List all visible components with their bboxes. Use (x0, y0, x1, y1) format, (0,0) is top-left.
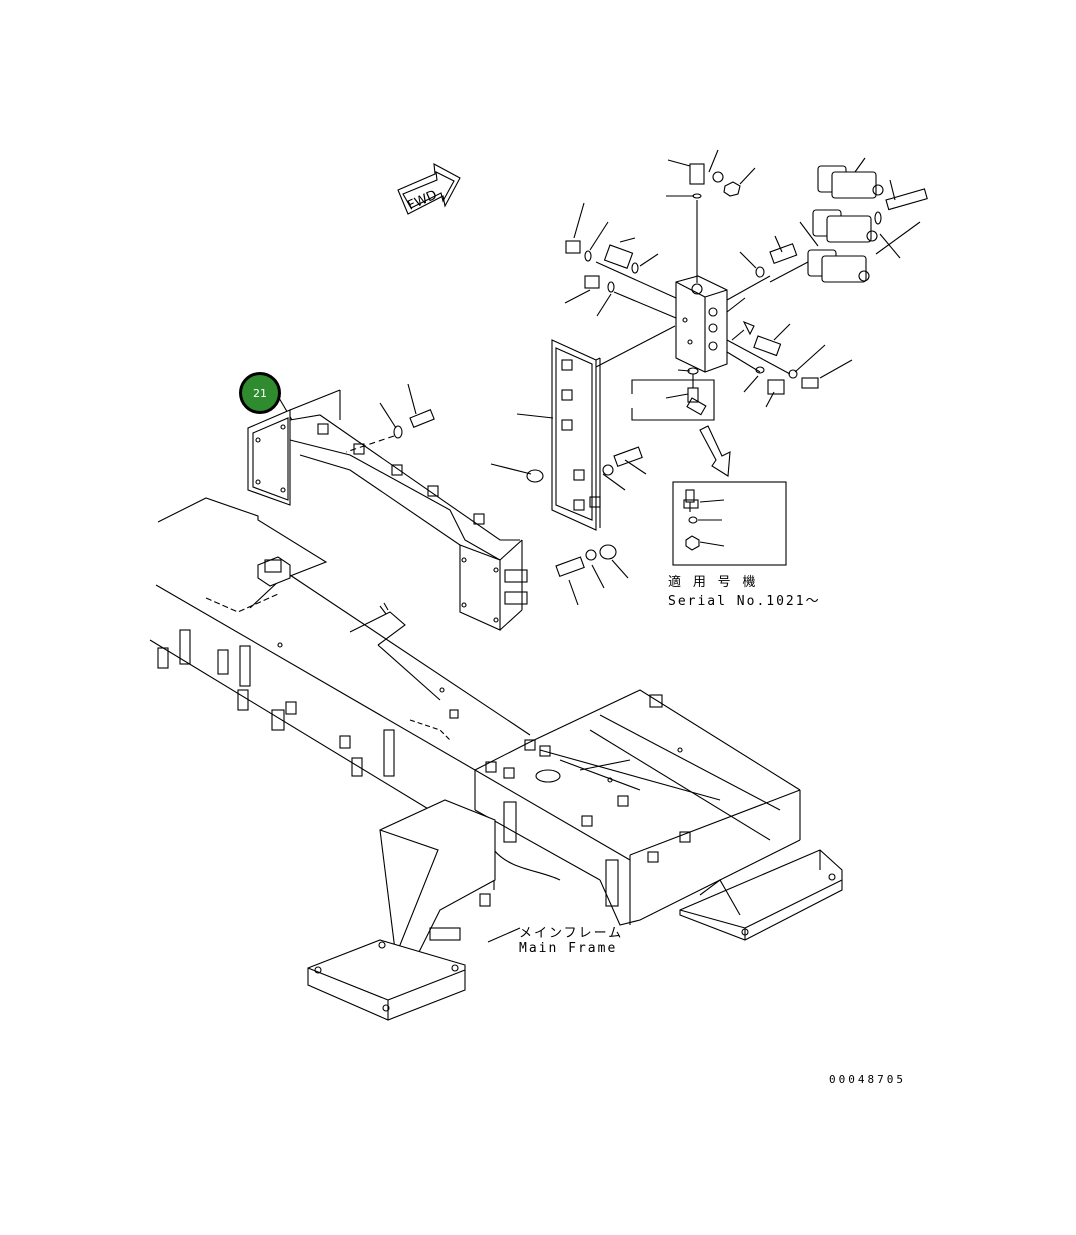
main-frame (149, 497, 843, 1021)
serial-label-jp: 適 用 号 機 (668, 575, 758, 590)
support-bracket (247, 389, 528, 631)
drawing-number: 00048705 (829, 1073, 906, 1086)
main-frame-label-en: Main Frame (519, 941, 618, 956)
main-frame-label-jp: メインフレーム (519, 926, 624, 941)
valve-plate (516, 325, 676, 531)
valve-block (675, 275, 728, 373)
serial-bracket (631, 367, 731, 477)
fwd-arrow: FWD (397, 163, 461, 215)
bolt-washer-a (345, 383, 435, 453)
callout-badge[interactable]: 21 (239, 372, 281, 414)
inset-box (672, 481, 787, 566)
solenoid-valves (769, 157, 928, 283)
valve-fittings (564, 149, 853, 408)
serial-label-en: Serial No.1021～ (668, 594, 821, 609)
bolt-washer-b (490, 446, 647, 606)
